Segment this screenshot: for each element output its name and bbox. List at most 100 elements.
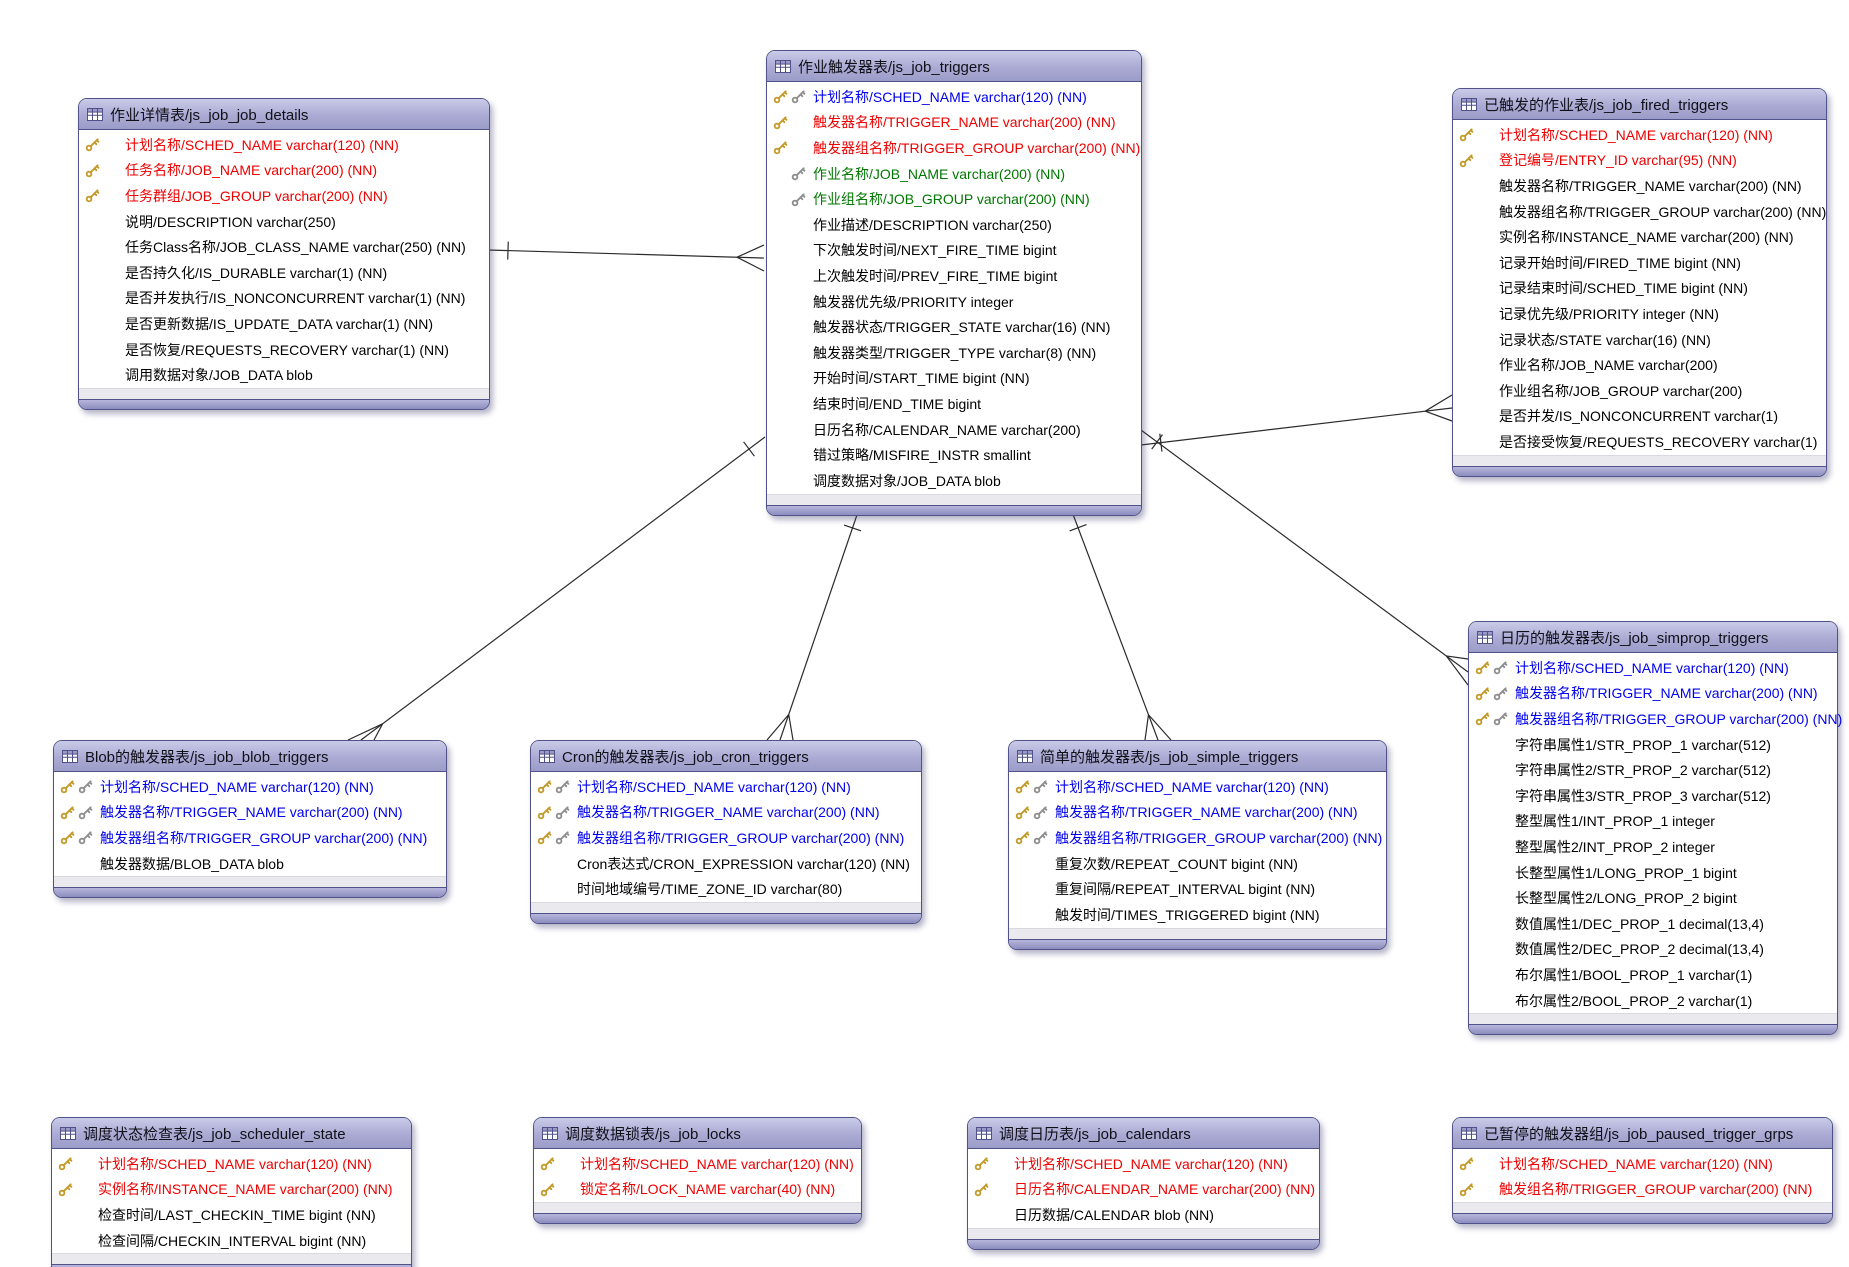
column-row[interactable]: 计划名称/SCHED_NAME varchar(120) (NN) (531, 774, 921, 800)
column-row[interactable]: 计划名称/SCHED_NAME varchar(120) (NN) (1453, 122, 1826, 148)
column-row[interactable]: 字符串属性3/STR_PROP_3 varchar(512) (1469, 783, 1837, 809)
column-row[interactable]: 字符串属性2/STR_PROP_2 varchar(512) (1469, 757, 1837, 783)
column-row[interactable]: 作业组名称/JOB_GROUP varchar(200) (NN) (767, 186, 1141, 212)
column-row[interactable]: Cron表达式/CRON_EXPRESSION varchar(120) (NN… (531, 851, 921, 877)
column-row[interactable]: 日历名称/CALENDAR_NAME varchar(200) (767, 417, 1141, 443)
column-row[interactable]: 记录开始时间/FIRED_TIME bigint (NN) (1453, 250, 1826, 276)
column-row[interactable]: 日历名称/CALENDAR_NAME varchar(200) (NN) (968, 1177, 1319, 1203)
column-row[interactable]: 整型属性2/INT_PROP_2 integer (1469, 834, 1837, 860)
table-js_job_fired_triggers[interactable]: 已触发的作业表/js_job_fired_triggers 计划名称/SCHED… (1452, 88, 1827, 477)
table-js_job_simple_triggers[interactable]: 简单的触发器表/js_job_simple_triggers 计划名称/SCHE… (1008, 740, 1387, 950)
column-row[interactable]: 是否并发/IS_NONCONCURRENT varchar(1) (1453, 404, 1826, 430)
column-row[interactable]: 实例名称/INSTANCE_NAME varchar(200) (NN) (52, 1177, 411, 1203)
column-row[interactable]: 上次触发时间/PREV_FIRE_TIME bigint (767, 263, 1141, 289)
column-row[interactable]: 重复次数/REPEAT_COUNT bigint (NN) (1009, 851, 1386, 877)
column-row[interactable]: 字符串属性1/STR_PROP_1 varchar(512) (1469, 732, 1837, 758)
table-js_job_cron_triggers[interactable]: Cron的触发器表/js_job_cron_triggers 计划名称/SCHE… (530, 740, 922, 924)
table-header[interactable]: 调度日历表/js_job_calendars (968, 1118, 1319, 1149)
relationship-js_job_job_details-to-js_job_triggers[interactable] (487, 241, 765, 272)
column-row[interactable]: 计划名称/SCHED_NAME varchar(120) (NN) (534, 1151, 861, 1177)
table-js_job_simprop_triggers[interactable]: 日历的触发器表/js_job_simprop_triggers 计划名称/SCH… (1468, 621, 1842, 1036)
column-row[interactable]: 任务Class名称/JOB_CLASS_NAME varchar(250) (N… (79, 234, 489, 260)
column-row[interactable]: 布尔属性1/BOOL_PROP_1 varchar(1) (1469, 962, 1837, 988)
column-row[interactable]: 记录结束时间/SCHED_TIME bigint (NN) (1453, 276, 1826, 302)
column-row[interactable]: 触发器组名称/TRIGGER_GROUP varchar(200) (NN) (1469, 706, 1842, 732)
relationship-js_job_triggers-to-js_job_blob_triggers[interactable] (347, 436, 766, 741)
column-row[interactable]: 计划名称/SCHED_NAME varchar(120) (NN) (1453, 1151, 1832, 1177)
column-row[interactable]: 开始时间/START_TIME bigint (NN) (767, 366, 1141, 392)
column-row[interactable]: 计划名称/SCHED_NAME varchar(120) (NN) (52, 1151, 411, 1177)
column-row[interactable]: 计划名称/SCHED_NAME varchar(120) (NN) (968, 1151, 1319, 1177)
column-row[interactable]: 错过策略/MISFIRE_INSTR smallint (767, 442, 1141, 468)
column-row[interactable]: 日历数据/CALENDAR blob (NN) (968, 1202, 1319, 1228)
table-header[interactable]: 已触发的作业表/js_job_fired_triggers (1453, 89, 1826, 120)
column-row[interactable]: 触发器组名称/TRIGGER_GROUP varchar(200) (NN) (54, 825, 446, 851)
column-row[interactable]: 触发器组名称/TRIGGER_GROUP varchar(200) (NN) (1453, 199, 1826, 225)
table-header[interactable]: 日历的触发器表/js_job_simprop_triggers (1469, 622, 1837, 653)
column-row[interactable]: 是否接受恢复/REQUESTS_RECOVERY varchar(1) (1453, 429, 1826, 455)
column-row[interactable]: 数值属性2/DEC_PROP_2 decimal(13,4) (1469, 937, 1837, 963)
column-row[interactable]: 触发器名称/TRIGGER_NAME varchar(200) (NN) (1469, 681, 1837, 707)
column-row[interactable]: 作业名称/JOB_NAME varchar(200) (1453, 352, 1826, 378)
table-js_job_calendars[interactable]: 调度日历表/js_job_calendars 计划名称/SCHED_NAME v… (967, 1117, 1320, 1250)
column-row[interactable]: 触发组名称/TRIGGER_GROUP varchar(200) (NN) (1453, 1177, 1832, 1203)
column-row[interactable]: 重复间隔/REPEAT_INTERVAL bigint (NN) (1009, 876, 1386, 902)
relationship-js_job_triggers-to-js_job_cron_triggers[interactable] (766, 508, 862, 741)
table-header[interactable]: 调度数据锁表/js_job_locks (534, 1118, 861, 1149)
table-header[interactable]: 简单的触发器表/js_job_simple_triggers (1009, 741, 1386, 772)
column-row[interactable]: 是否并发执行/IS_NONCONCURRENT varchar(1) (NN) (79, 286, 489, 312)
column-row[interactable]: 检查时间/LAST_CHECKIN_TIME bigint (NN) (52, 1202, 411, 1228)
column-row[interactable]: 触发器数据/BLOB_DATA blob (54, 851, 446, 877)
column-row[interactable]: 触发器组名称/TRIGGER_GROUP varchar(200) (NN) (767, 135, 1141, 161)
table-header[interactable]: 已暂停的触发器组/js_job_paused_trigger_grps (1453, 1118, 1832, 1149)
relationship-js_job_triggers-to-js_job_fired_triggers[interactable] (1140, 394, 1453, 452)
table-header[interactable]: Blob的触发器表/js_job_blob_triggers (54, 741, 446, 772)
column-row[interactable]: 触发器类型/TRIGGER_TYPE varchar(8) (NN) (767, 340, 1141, 366)
column-row[interactable]: 下次触发时间/NEXT_FIRE_TIME bigint (767, 238, 1141, 264)
column-row[interactable]: 结束时间/END_TIME bigint (767, 391, 1141, 417)
column-row[interactable]: 任务名称/JOB_NAME varchar(200) (NN) (79, 158, 489, 184)
column-row[interactable]: 触发器名称/TRIGGER_NAME varchar(200) (NN) (767, 110, 1141, 136)
column-row[interactable]: 作业描述/DESCRIPTION varchar(250) (767, 212, 1141, 238)
relationship-js_job_triggers-to-js_job_simprop_triggers[interactable] (1140, 429, 1469, 686)
table-js_job_locks[interactable]: 调度数据锁表/js_job_locks 计划名称/SCHED_NAME varc… (533, 1117, 862, 1225)
column-row[interactable]: 触发器优先级/PRIORITY integer (767, 289, 1141, 315)
column-row[interactable]: 是否恢复/REQUESTS_RECOVERY varchar(1) (NN) (79, 337, 489, 363)
relationship-js_job_triggers-to-js_job_simple_triggers[interactable] (1069, 508, 1172, 741)
column-row[interactable]: 触发器状态/TRIGGER_STATE varchar(16) (NN) (767, 314, 1141, 340)
table-header[interactable]: 作业详情表/js_job_job_details (79, 99, 489, 130)
column-row[interactable]: 计划名称/SCHED_NAME varchar(120) (NN) (1469, 655, 1837, 681)
column-row[interactable]: 记录状态/STATE varchar(16) (NN) (1453, 327, 1826, 353)
column-row[interactable]: 计划名称/SCHED_NAME varchar(120) (NN) (1009, 774, 1386, 800)
column-row[interactable]: 是否更新数据/IS_UPDATE_DATA varchar(1) (NN) (79, 311, 489, 337)
column-row[interactable]: 是否持久化/IS_DURABLE varchar(1) (NN) (79, 260, 489, 286)
column-row[interactable]: 触发器名称/TRIGGER_NAME varchar(200) (NN) (531, 800, 921, 826)
column-row[interactable]: 整型属性1/INT_PROP_1 integer (1469, 809, 1837, 835)
table-js_job_job_details[interactable]: 作业详情表/js_job_job_details 计划名称/SCHED_NAME… (78, 98, 490, 410)
column-row[interactable]: 计划名称/SCHED_NAME varchar(120) (NN) (767, 84, 1141, 110)
column-row[interactable]: 作业组名称/JOB_GROUP varchar(200) (1453, 378, 1826, 404)
table-js_job_blob_triggers[interactable]: Blob的触发器表/js_job_blob_triggers 计划名称/SCHE… (53, 740, 447, 899)
table-js_job_paused_trigger_grps[interactable]: 已暂停的触发器组/js_job_paused_trigger_grps 计划名称… (1452, 1117, 1833, 1225)
column-row[interactable]: 触发器组名称/TRIGGER_GROUP varchar(200) (NN) (531, 825, 921, 851)
column-row[interactable]: 长整型属性1/LONG_PROP_1 bigint (1469, 860, 1837, 886)
column-row[interactable]: 说明/DESCRIPTION varchar(250) (79, 209, 489, 235)
column-row[interactable]: 触发器名称/TRIGGER_NAME varchar(200) (NN) (54, 800, 446, 826)
column-row[interactable]: 作业名称/JOB_NAME varchar(200) (NN) (767, 161, 1141, 187)
column-row[interactable]: 检查间隔/CHECKIN_INTERVAL bigint (NN) (52, 1228, 411, 1254)
table-header[interactable]: Cron的触发器表/js_job_cron_triggers (531, 741, 921, 772)
column-row[interactable]: 时间地域编号/TIME_ZONE_ID varchar(80) (531, 876, 921, 902)
column-row[interactable]: 计划名称/SCHED_NAME varchar(120) (NN) (54, 774, 446, 800)
column-row[interactable]: 锁定名称/LOCK_NAME varchar(40) (NN) (534, 1177, 861, 1203)
column-row[interactable]: 调用数据对象/JOB_DATA blob (79, 362, 489, 388)
column-row[interactable]: 布尔属性2/BOOL_PROP_2 varchar(1) (1469, 988, 1837, 1014)
table-js_job_triggers[interactable]: 作业触发器表/js_job_triggers 计划名称/SCHED_NAME v… (766, 50, 1142, 516)
column-row[interactable]: 触发时间/TIMES_TRIGGERED bigint (NN) (1009, 902, 1386, 928)
column-row[interactable]: 记录优先级/PRIORITY integer (NN) (1453, 301, 1826, 327)
column-row[interactable]: 数值属性1/DEC_PROP_1 decimal(13,4) (1469, 911, 1837, 937)
column-row[interactable]: 任务群组/JOB_GROUP varchar(200) (NN) (79, 183, 489, 209)
column-row[interactable]: 登记编号/ENTRY_ID varchar(95) (NN) (1453, 148, 1826, 174)
column-row[interactable]: 触发器组名称/TRIGGER_GROUP varchar(200) (NN) (1009, 825, 1386, 851)
table-js_job_scheduler_state[interactable]: 调度状态检查表/js_job_scheduler_state 计划名称/SCHE… (51, 1117, 412, 1267)
column-row[interactable]: 计划名称/SCHED_NAME varchar(120) (NN) (79, 132, 489, 158)
